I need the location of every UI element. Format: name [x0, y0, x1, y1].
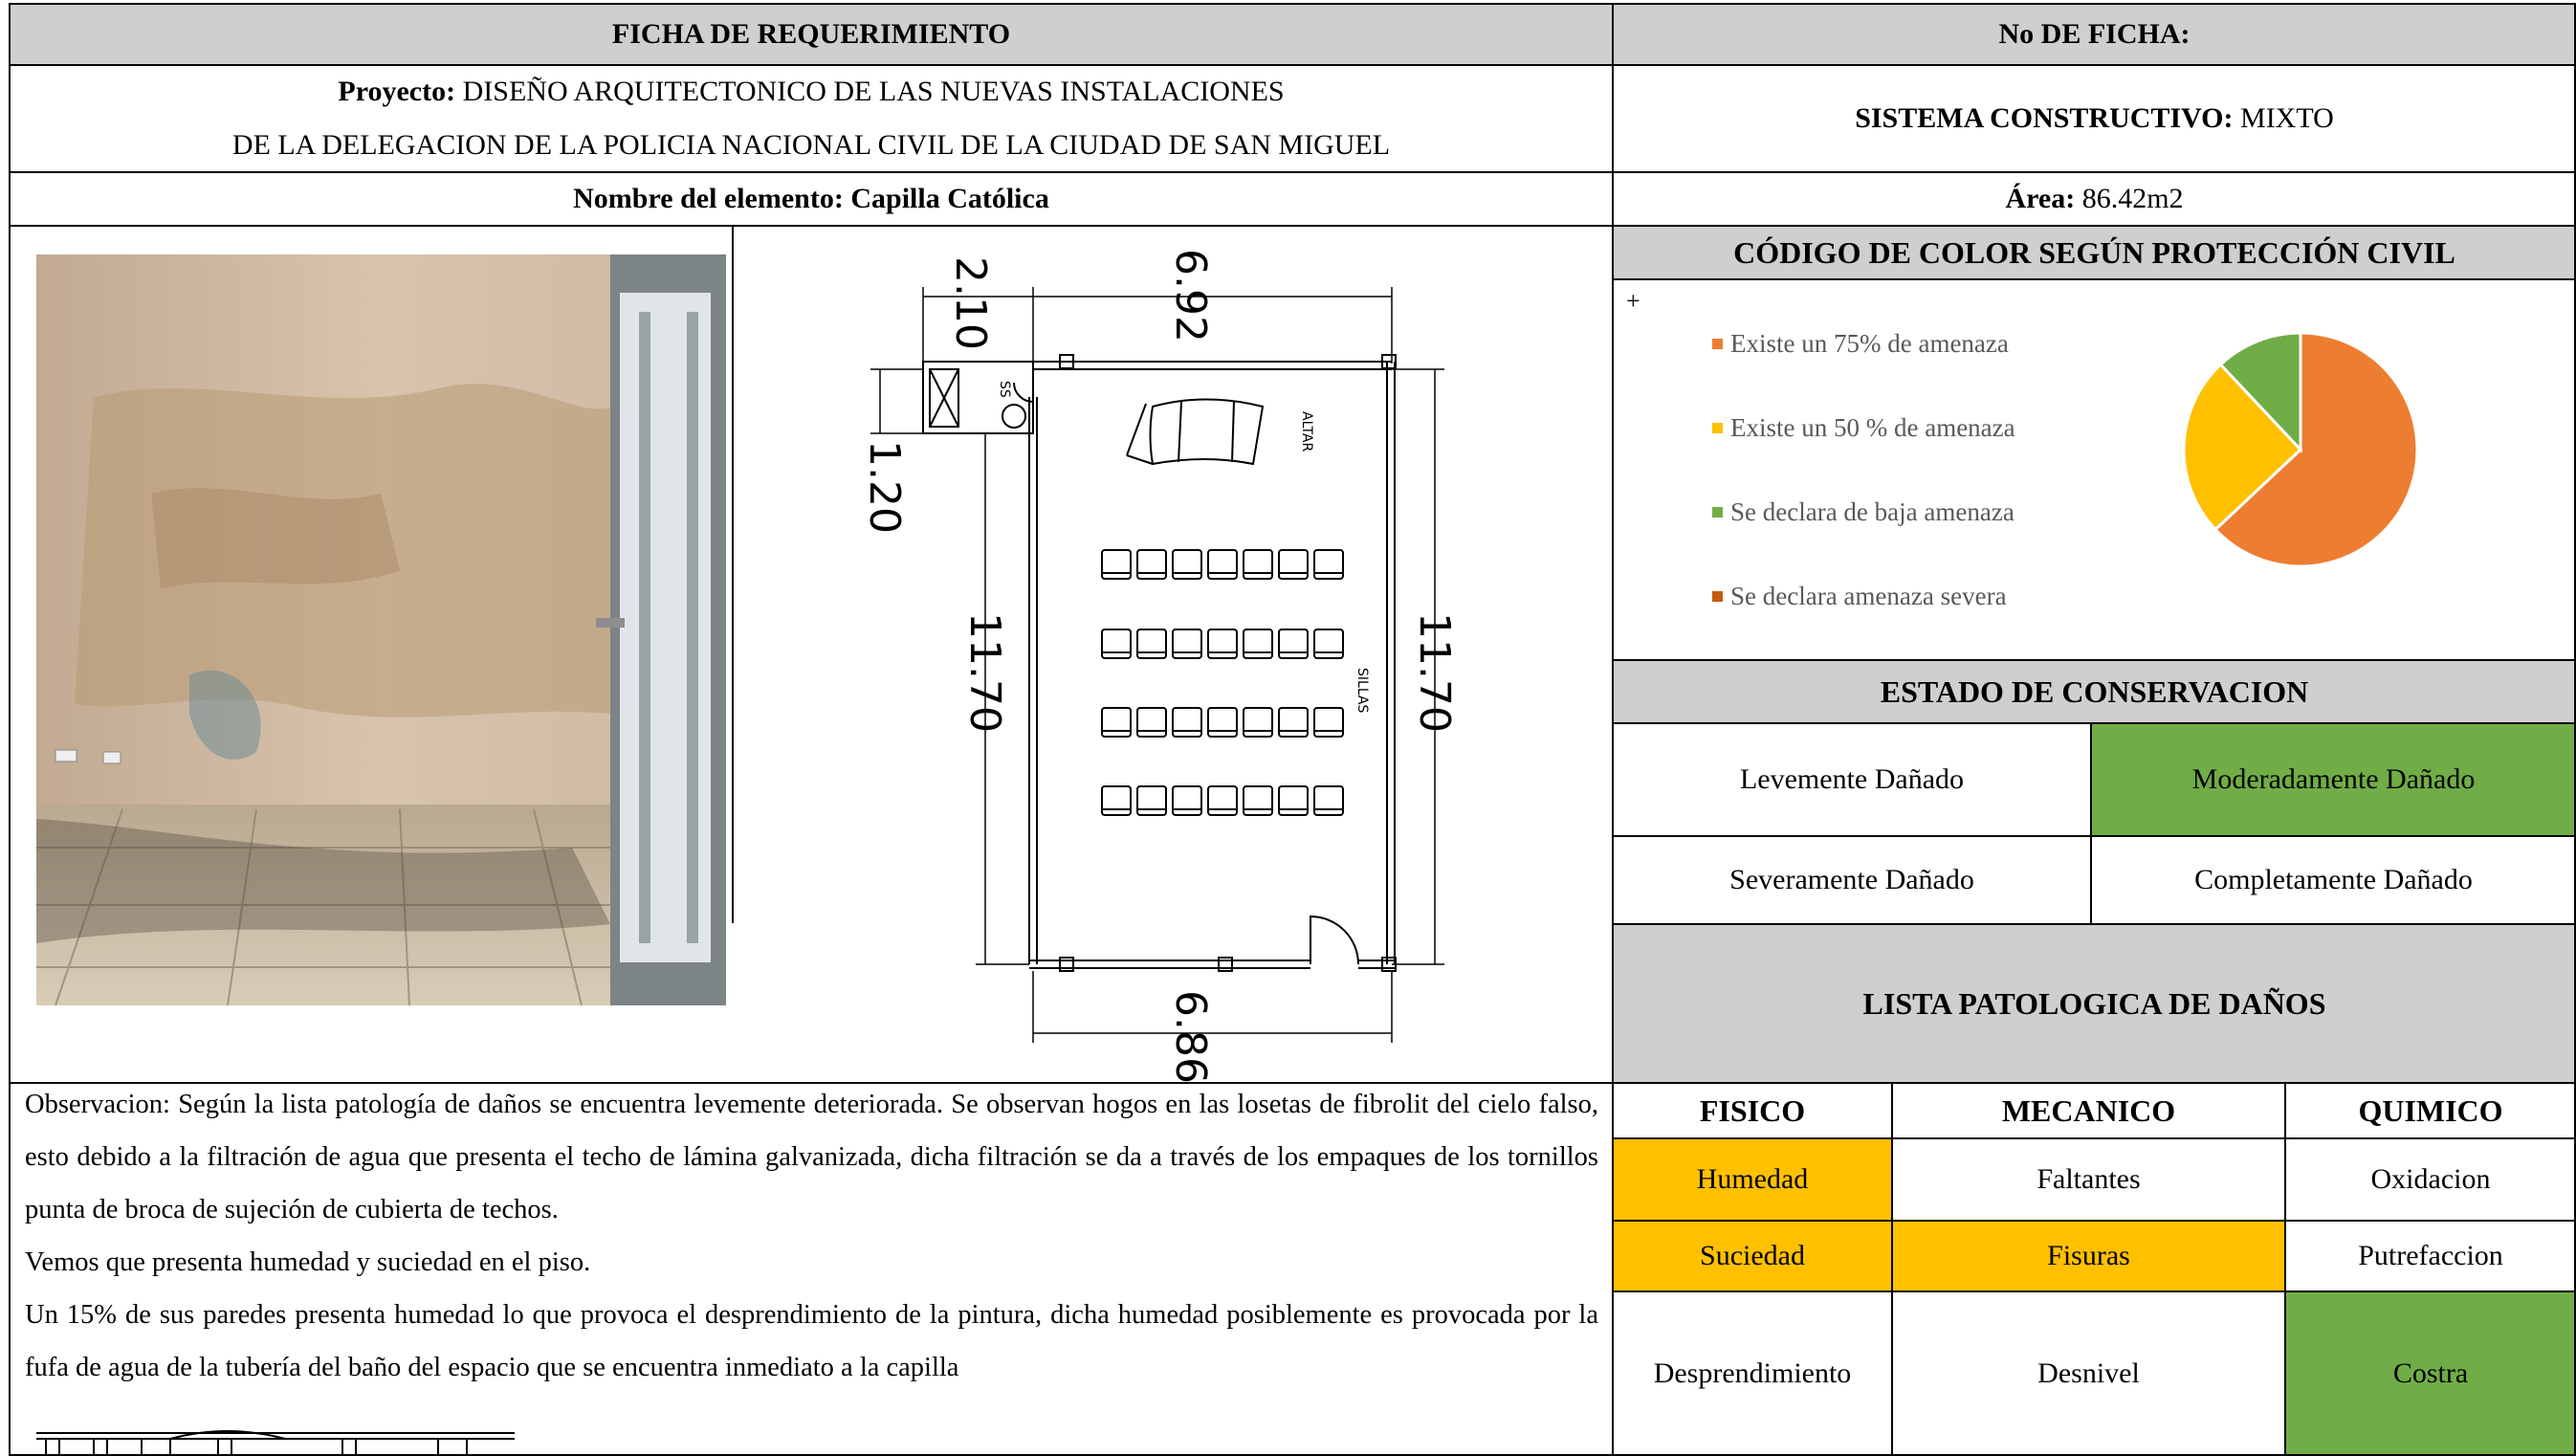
chair-symbol — [1101, 549, 1132, 580]
legend-swatch — [1712, 591, 1723, 602]
pathology-cell: Suciedad — [1613, 1221, 1892, 1291]
construction-system: SISTEMA CONSTRUCTIVO: MIXTO — [1613, 65, 2576, 172]
pathology-cell: Desprendimiento — [1653, 1357, 1852, 1389]
chair-symbol — [1172, 549, 1202, 580]
conservation-option: Severamente Dañado — [1729, 864, 1974, 895]
conservation-option: Completamente Dañado — [2194, 864, 2473, 895]
project-label: Proyecto: — [338, 76, 456, 107]
observation-paragraph: Un 15% de sus paredes presenta humedad l… — [25, 1300, 1598, 1382]
area-value: 86.42m2 — [2081, 183, 2184, 214]
chair-symbol — [1172, 707, 1202, 738]
pathology-cell: Faltantes — [2037, 1163, 2141, 1195]
chair-symbol — [1207, 629, 1238, 659]
chair-symbol — [1136, 549, 1167, 580]
threat-pie-chart — [2182, 331, 2419, 568]
legend-swatch — [1712, 423, 1723, 433]
dim-left-small: 1.20 — [860, 440, 909, 534]
chair-symbol — [1172, 629, 1202, 659]
legend-item: Existe un 50 % de amenaza — [1712, 413, 2015, 443]
ficha-number-label: No DE FICHA: — [1613, 4, 2576, 65]
pathology-cell: Costra — [2285, 1291, 2576, 1456]
column-quimico: QUIMICO — [2358, 1092, 2503, 1128]
legend-swatch — [1712, 507, 1723, 518]
pathology-cell: Putrefaccion — [2358, 1240, 2503, 1271]
project-line1: DISEÑO ARQUITECTONICO DE LAS NUEVAS INST… — [462, 76, 1285, 107]
column-fisico: FISICO — [1699, 1092, 1806, 1128]
chair-symbol — [1313, 549, 1344, 580]
observation-paragraph: Observacion: Según la lista patología de… — [25, 1090, 1598, 1224]
floor-plan: 2.10 6.92 1.20 11.70 11.70 6.86 ALTAR SI… — [842, 230, 1459, 1091]
pathology-cell: Fisuras — [1892, 1221, 2285, 1291]
legend-item: Existe un 75% de amenaza — [1712, 329, 2009, 359]
legend-label: Se declara de baja amenaza — [1730, 497, 2015, 526]
project-info: Proyecto: DISEÑO ARQUITECTONICO DE LAS N… — [10, 65, 1613, 172]
pathology-cell: Humedad — [1613, 1138, 1892, 1221]
dim-right: 11.70 — [1410, 612, 1459, 733]
dim-top: 6.92 — [1166, 249, 1215, 342]
pathology-title: LISTA PATOLOGICA DE DAÑOS — [1613, 924, 2576, 1083]
chair-symbol — [1313, 707, 1344, 738]
chair-symbol — [1207, 549, 1238, 580]
chair-symbol — [1278, 629, 1309, 659]
legend-label: Se declara amenaza severa — [1730, 582, 2007, 610]
pathology-cell: Oxidacion — [2370, 1163, 2491, 1195]
column-mecanico: MECANICO — [2001, 1092, 2176, 1128]
project-line2: DE LA DELEGACION DE LA POLICIA NACIONAL … — [231, 129, 1391, 161]
building-sketch — [36, 1430, 515, 1456]
chair-symbol — [1207, 785, 1238, 816]
chair-symbol — [1278, 785, 1309, 816]
legend-label: Existe un 50 % de amenaza — [1730, 413, 2015, 442]
chair-symbol — [1136, 707, 1167, 738]
chair-symbol — [1243, 549, 1273, 580]
dim-left: 11.70 — [960, 612, 1009, 733]
legend-item: Se declara amenaza severa — [1712, 582, 2007, 611]
observation-paragraph: Vemos que presenta humedad y suciedad en… — [25, 1247, 591, 1277]
dim-bottom: 6.86 — [1166, 990, 1215, 1084]
chair-symbol — [1313, 629, 1344, 659]
observations: Observacion: Según la lista patología de… — [25, 1078, 1598, 1394]
area-info: Área: 86.42m2 — [1613, 172, 2576, 226]
sheet-title: FICHA DE REQUERIMIENTO — [10, 4, 1613, 65]
element-name: Nombre del elemento: Capilla Católica — [573, 183, 1049, 214]
conservation-option: Levemente Dañado — [1739, 763, 1965, 795]
color-code-title: CÓDIGO DE COLOR SEGÚN PROTECCIÓN CIVIL — [1613, 226, 2576, 279]
legend-swatch — [1712, 339, 1723, 349]
chair-symbol — [1278, 549, 1309, 580]
system-value: MIXTO — [2240, 102, 2334, 134]
chair-symbol — [1243, 629, 1273, 659]
dim-top-small: 2.10 — [946, 256, 995, 350]
chair-symbol — [1243, 707, 1273, 738]
site-photo — [36, 254, 726, 1006]
chair-symbol — [1243, 785, 1273, 816]
chair-symbol — [1278, 707, 1309, 738]
legend-label: Existe un 75% de amenaza — [1730, 329, 2009, 358]
system-label: SISTEMA CONSTRUCTIVO: — [1855, 102, 2234, 134]
chair-symbol — [1136, 785, 1167, 816]
chart-marker: + — [1626, 287, 1640, 315]
chair-symbol — [1313, 785, 1344, 816]
chair-symbol — [1136, 629, 1167, 659]
bathroom-label: SS — [997, 381, 1012, 398]
pathology-cell: Desnivel — [2037, 1357, 2140, 1389]
chair-symbol — [1101, 785, 1132, 816]
chair-symbol — [1207, 707, 1238, 738]
chair-symbol — [1101, 629, 1132, 659]
chairs-label: SILLAS — [1354, 668, 1370, 714]
legend-item: Se declara de baja amenaza — [1712, 497, 2015, 527]
conservation-title: ESTADO DE CONSERVACION — [1613, 660, 2576, 723]
chair-symbol — [1172, 785, 1202, 816]
conservation-option: Moderadamente Dañado — [2091, 723, 2576, 836]
chair-symbol — [1101, 707, 1132, 738]
altar-label: ALTAR — [1299, 411, 1314, 452]
area-label: Área: — [2005, 183, 2076, 214]
